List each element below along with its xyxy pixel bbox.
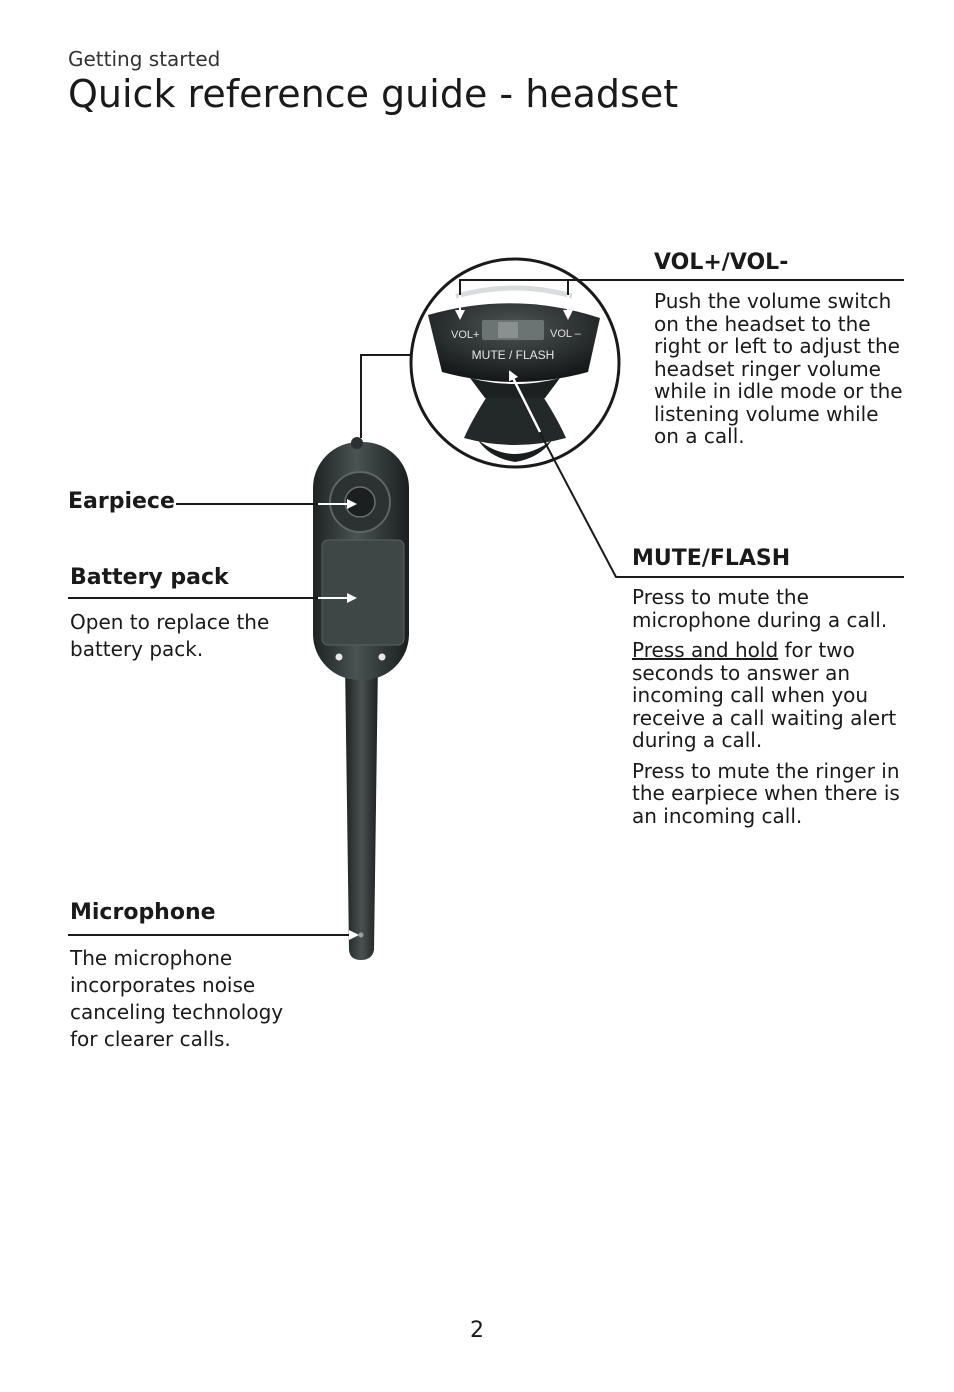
battery-pack-description: Open to replace the battery pack. xyxy=(70,610,270,661)
mute-text-3: Press to mute the ringer in the earpiece… xyxy=(632,758,900,828)
earpiece-center xyxy=(344,486,376,518)
vol-description: Push the volume switch on the headset to… xyxy=(654,290,904,456)
battery-pack-panel xyxy=(321,539,405,646)
battery-pack-label: Battery pack xyxy=(70,565,229,590)
mute-flash-label: MUTE/FLASH xyxy=(632,546,791,571)
microphone-label: Microphone xyxy=(70,900,216,925)
mute-text-2: Press and hold for two seconds to answer… xyxy=(632,639,904,752)
microphone-hole xyxy=(358,932,364,938)
press-and-hold-emphasis: Press and hold xyxy=(632,638,779,662)
mute-flash-device-label: MUTE / FLASH xyxy=(472,348,555,362)
page-number: 2 xyxy=(470,1318,484,1343)
earpiece-label: Earpiece xyxy=(68,489,175,514)
page-title: Quick reference guide - headset xyxy=(68,72,679,116)
vol-minus-label: VOL – xyxy=(550,328,582,340)
vol-text: Push the volume switch on the headset to… xyxy=(654,289,903,448)
vol-plus-label: VOL+ xyxy=(451,329,479,341)
mute-text-2-rest: for two seconds to answer an incoming ca… xyxy=(632,638,897,752)
vol-label: VOL+/VOL- xyxy=(654,250,789,275)
section-heading: Getting started xyxy=(68,47,221,71)
microphone-boom xyxy=(345,660,378,960)
microphone-description: The microphone incorporates noise cancel… xyxy=(70,946,284,1051)
mute-flash-description: Press to mute the microphone during a ca… xyxy=(632,586,904,835)
mute-text-1: Press to mute the microphone during a ca… xyxy=(632,585,888,632)
